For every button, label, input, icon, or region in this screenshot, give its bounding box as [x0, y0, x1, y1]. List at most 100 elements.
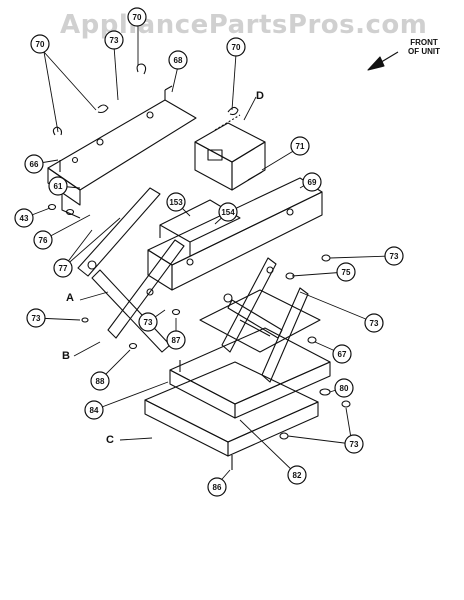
callout-number: 73 [144, 318, 153, 327]
callout-number: 73 [370, 319, 379, 328]
label-d: D [256, 90, 264, 102]
callout-number: 84 [90, 406, 99, 415]
callout-number: 75 [342, 268, 351, 277]
callout-154: 154 [218, 202, 238, 222]
callout-67: 67 [332, 344, 352, 364]
callout-number: 70 [36, 40, 45, 49]
callout-68: 68 [168, 50, 188, 70]
callout-70: 70 [30, 34, 50, 54]
middle-plate [199, 289, 321, 353]
callout-number: 82 [293, 471, 302, 480]
callout-circle [53, 258, 73, 278]
lower-support-plate [169, 327, 331, 419]
callout-number: 70 [133, 13, 142, 22]
callout-circle [364, 313, 384, 333]
clip-center [136, 63, 147, 75]
callout-circle [332, 344, 352, 364]
callout-circle [30, 34, 50, 54]
callout-circle [287, 465, 307, 485]
callout-73: 73 [384, 246, 404, 266]
callout-number: 70 [232, 43, 241, 52]
callout-66: 66 [24, 154, 44, 174]
callout-75: 75 [336, 262, 356, 282]
clip-right [227, 106, 239, 116]
callout-number: 77 [59, 264, 68, 273]
callout-43: 43 [14, 208, 34, 228]
leader-lines [23, 24, 393, 487]
callout-84: 84 [84, 400, 104, 420]
fasteners [47, 171, 351, 470]
callout-number: 153 [169, 198, 183, 207]
front-rail [147, 177, 323, 291]
callout-86: 86 [207, 477, 227, 497]
front-arrow-icon [367, 51, 399, 71]
clip-left [97, 104, 109, 114]
callout-circle [24, 154, 44, 174]
label-c: C [106, 434, 114, 446]
callout-73: 73 [364, 313, 384, 333]
callout-70: 70 [226, 37, 246, 57]
assembly-linework [23, 24, 399, 487]
callout-number: 73 [32, 314, 41, 323]
callout-87: 87 [166, 330, 186, 350]
upper-right-box [194, 114, 266, 191]
callout-circle [138, 312, 158, 332]
right-scissor-arms [221, 257, 309, 383]
callout-77: 77 [53, 258, 73, 278]
callout-number: 73 [390, 252, 399, 261]
callout-circle [302, 172, 322, 192]
front-of-unit-label: FRONT OF UNIT [400, 38, 448, 56]
callout-69: 69 [302, 172, 322, 192]
callout-73: 73 [138, 312, 158, 332]
callout-number: 61 [54, 182, 63, 191]
callout-layer: 70 70 70 73 68 66 61 43 76 77 71 69 153 154 73 75 73 73 73… [14, 7, 404, 497]
callout-number: 87 [172, 336, 181, 345]
callout-number: 67 [338, 350, 347, 359]
callout-number: 88 [96, 377, 105, 386]
callout-number: 86 [213, 483, 222, 492]
callout-number: 66 [30, 160, 39, 169]
callout-61: 61 [48, 176, 68, 196]
tray [144, 361, 319, 457]
callout-circle [104, 30, 124, 50]
callout-circle [90, 371, 110, 391]
callout-number: 69 [308, 178, 317, 187]
front-label-line1: FRONT [410, 38, 438, 47]
callout-73: 73 [104, 30, 124, 50]
callout-88: 88 [90, 371, 110, 391]
callout-circle [384, 246, 404, 266]
callout-circle [218, 202, 238, 222]
callout-circle [166, 192, 186, 212]
callout-76: 76 [33, 230, 53, 250]
callout-circle [168, 50, 188, 70]
callout-circle [336, 262, 356, 282]
callout-circle [334, 378, 354, 398]
callout-circle [33, 230, 53, 250]
callout-circle [127, 7, 147, 27]
callout-number: 68 [174, 56, 183, 65]
callout-73: 73 [344, 434, 364, 454]
callout-circle [226, 37, 246, 57]
callout-number: 154 [221, 208, 235, 217]
callout-circle [48, 176, 68, 196]
crossbar [159, 199, 241, 256]
callout-circle [166, 330, 186, 350]
callout-number: 80 [340, 384, 349, 393]
callout-circle [84, 400, 104, 420]
callout-153: 153 [166, 192, 186, 212]
left-scissor-arms [77, 187, 185, 353]
callout-71: 71 [290, 136, 310, 156]
callout-circle [290, 136, 310, 156]
label-a: A [66, 292, 74, 304]
callout-number: 43 [20, 214, 29, 223]
callout-number: 73 [110, 36, 119, 45]
callout-circle [14, 208, 34, 228]
callout-number: 71 [296, 142, 305, 151]
callout-73: 73 [26, 308, 46, 328]
callout-82: 82 [287, 465, 307, 485]
label-b: B [62, 350, 70, 362]
callout-80: 80 [334, 378, 354, 398]
callout-number: 73 [350, 440, 359, 449]
